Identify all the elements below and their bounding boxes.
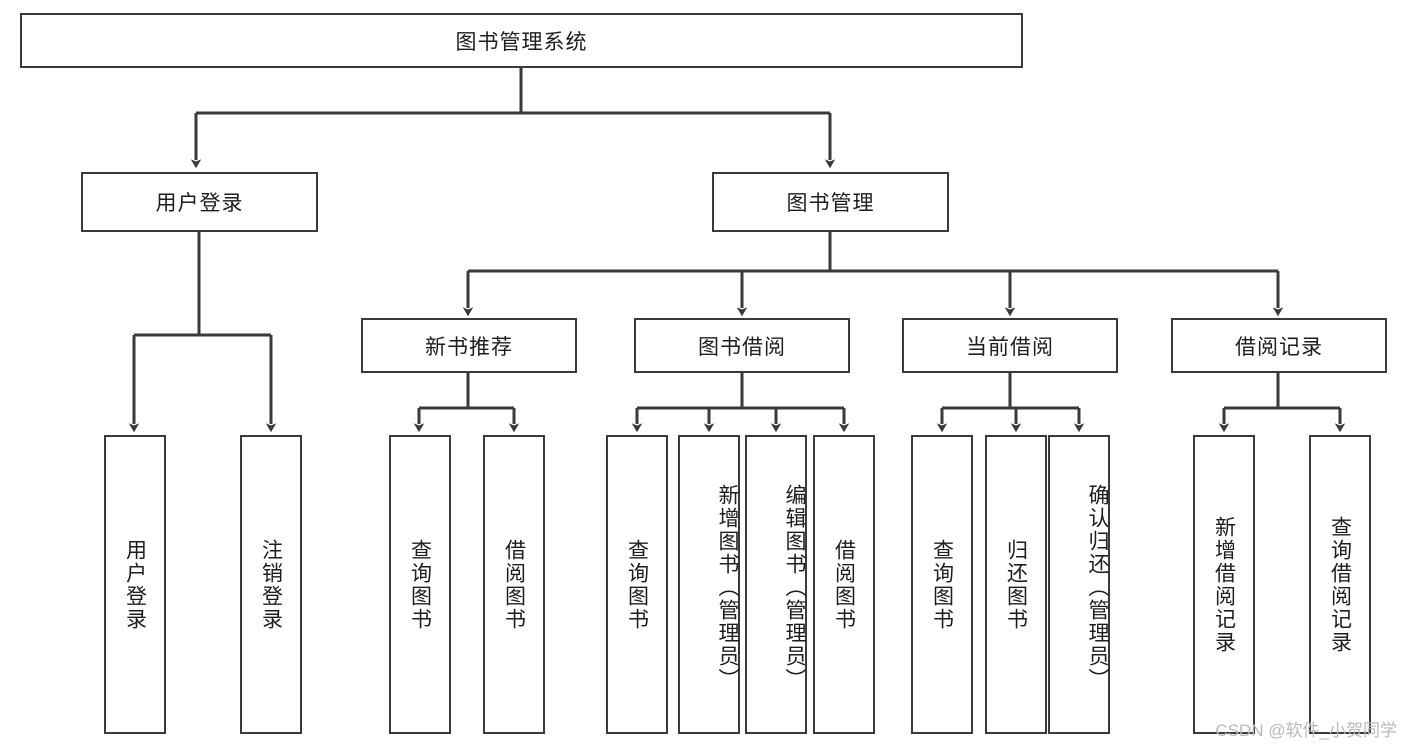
node-label: 用户登录 xyxy=(123,538,147,631)
node-leaf-logout[interactable]: 注销登录 xyxy=(240,435,302,734)
node-label: 查询借阅记录 xyxy=(1328,515,1352,654)
node-current-borrow[interactable]: 当前借阅 xyxy=(902,318,1118,373)
node-label: 用户登录 xyxy=(155,192,244,215)
node-label: 新书推荐 xyxy=(425,335,513,359)
node-leaf-borrow-add-book[interactable]: 新增图书（管理员） xyxy=(678,435,740,734)
node-label: 查询图书 xyxy=(930,538,954,631)
node-new-book-recommend[interactable]: 新书推荐 xyxy=(361,318,577,373)
node-label: 图书管理系统 xyxy=(455,30,588,54)
node-label: 当前借阅 xyxy=(966,335,1054,359)
node-label: 借阅记录 xyxy=(1235,335,1323,359)
node-leaf-borrow-borrow-book[interactable]: 借阅图书 xyxy=(813,435,875,734)
node-label: 图书管理 xyxy=(786,192,875,215)
node-leaf-borrow-query-book[interactable]: 查询图书 xyxy=(606,435,668,734)
node-label: 新增借阅记录 xyxy=(1212,515,1236,654)
node-user-login[interactable]: 用户登录 xyxy=(81,172,318,232)
node-label: 归还图书 xyxy=(1004,538,1028,631)
csdn-watermark: CSDN @软件_小贺同学 xyxy=(1215,721,1397,740)
node-label: 借阅图书 xyxy=(832,538,856,631)
node-root[interactable]: 图书管理系统 xyxy=(20,13,1023,68)
node-book-borrow[interactable]: 图书借阅 xyxy=(634,318,850,373)
node-leaf-user-login[interactable]: 用户登录 xyxy=(104,435,166,734)
node-label: 借阅图书 xyxy=(502,538,526,631)
node-label: 确认归还（管理员） xyxy=(1086,484,1109,691)
node-label: 图书借阅 xyxy=(698,335,786,359)
node-borrow-record[interactable]: 借阅记录 xyxy=(1171,318,1387,373)
node-book-manage[interactable]: 图书管理 xyxy=(712,172,949,232)
node-label: 编辑图书（管理员） xyxy=(783,484,806,691)
node-label: 查询图书 xyxy=(625,538,649,631)
node-leaf-cur-query-book[interactable]: 查询图书 xyxy=(911,435,973,734)
node-leaf-rec-query-record[interactable]: 查询借阅记录 xyxy=(1309,435,1371,734)
node-leaf-cur-return-book[interactable]: 归还图书 xyxy=(985,435,1047,734)
node-label: 新增图书（管理员） xyxy=(716,484,739,691)
node-leaf-cur-confirm-return[interactable]: 确认归还（管理员） xyxy=(1048,435,1110,734)
node-label: 注销登录 xyxy=(259,538,283,631)
node-leaf-rec-query-book[interactable]: 查询图书 xyxy=(389,435,451,734)
node-leaf-rec-borrow-book[interactable]: 借阅图书 xyxy=(483,435,545,734)
node-leaf-borrow-edit-book[interactable]: 编辑图书（管理员） xyxy=(745,435,807,734)
node-leaf-rec-add-record[interactable]: 新增借阅记录 xyxy=(1193,435,1255,734)
node-label: 查询图书 xyxy=(408,538,432,631)
